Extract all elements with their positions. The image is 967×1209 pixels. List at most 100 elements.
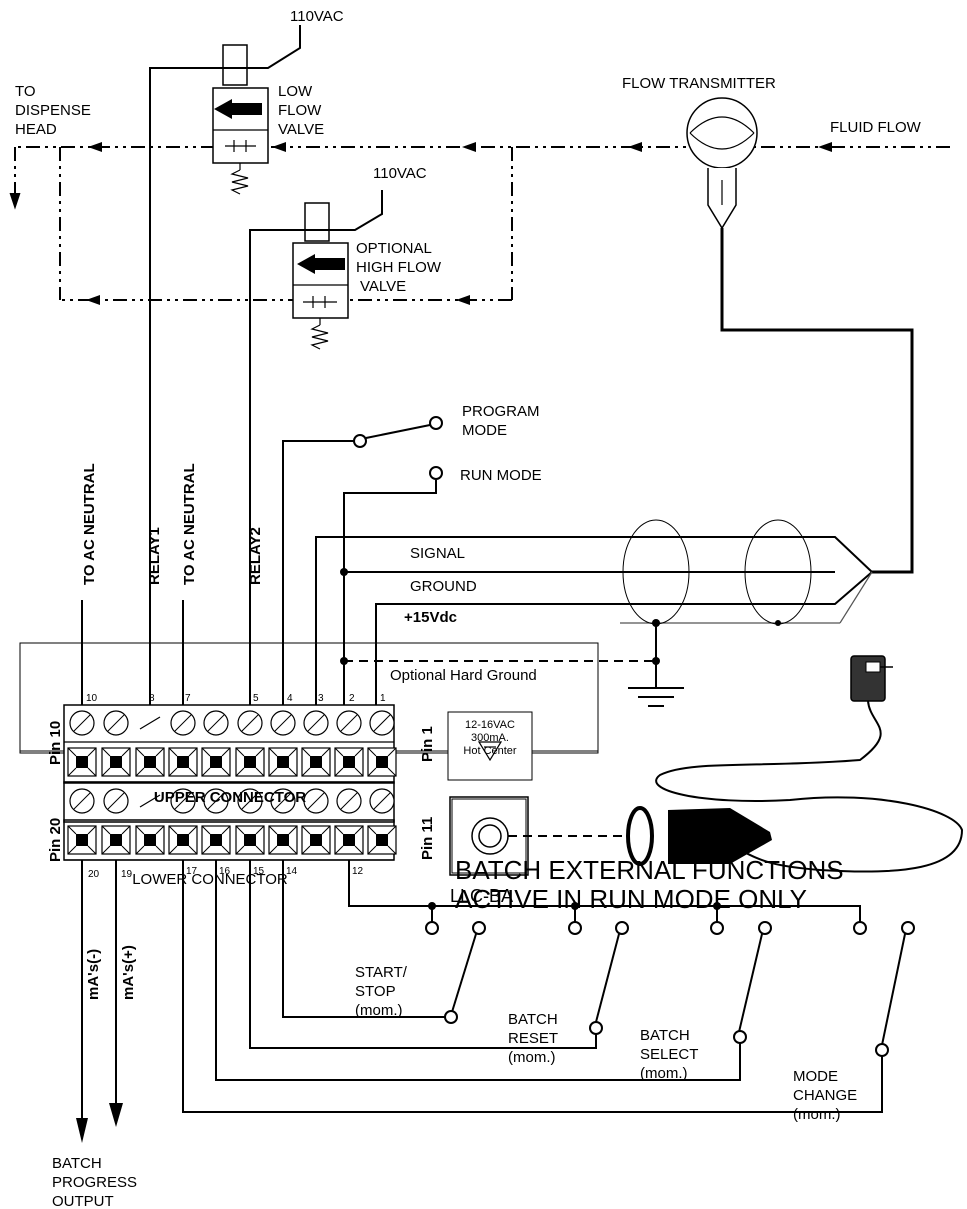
- terminal-screw-slot: [307, 714, 325, 732]
- program-mode-label-1: PROGRAM: [462, 403, 540, 420]
- batch-wiring: [76, 860, 915, 1143]
- pin-15-number: 15: [253, 866, 265, 877]
- connector-block: [63, 704, 397, 861]
- terminal-wire-entry: [210, 834, 222, 846]
- terminal-screw-slot: [340, 792, 358, 810]
- supply-110vac-top: 110VAC: [290, 8, 344, 25]
- terminal-screw-slot: [373, 714, 391, 732]
- power-spec-1: 12-16VAC: [465, 719, 515, 731]
- low-valve-label-2: FLOW: [278, 102, 322, 119]
- terminal-screw-slot: [207, 792, 225, 810]
- terminal-blank: [139, 716, 161, 730]
- batch-select-label-1: BATCH: [640, 1027, 690, 1044]
- batch-reset-label-1: BATCH: [508, 1011, 558, 1028]
- high-valve-label-3: VALVE: [360, 278, 406, 295]
- pin-19-number: 19: [121, 869, 133, 880]
- start-stop-label-3: (mom.): [355, 1002, 403, 1019]
- supply-110vac-mid: 110VAC: [373, 165, 427, 182]
- high-valve-label-1: OPTIONAL: [356, 240, 432, 257]
- terminal-wire-entry: [144, 756, 156, 768]
- low-flow-valve: [212, 44, 269, 195]
- pin-2-number: 2: [349, 693, 355, 704]
- batch-reset-line-3: (mom.): [508, 1049, 556, 1066]
- flow-transmitter-label: FLOW TRANSMITTER: [622, 75, 776, 92]
- pin-14-number: 14: [286, 866, 298, 877]
- pin-10-label: Pin 10: [47, 721, 64, 765]
- batch-output-label-2: PROGRESS: [52, 1174, 137, 1191]
- dispense-label-3: HEAD: [15, 121, 57, 138]
- terminal-screw-slot: [73, 792, 91, 810]
- low-valve-label-1: LOW: [278, 83, 313, 100]
- pin-4-number: 4: [287, 693, 293, 704]
- start-stop-label-2: STOP: [355, 983, 396, 1000]
- flow-transmitter: [686, 97, 758, 230]
- terminal-screw-slot: [241, 714, 259, 732]
- terminal-wire-entry: [310, 756, 322, 768]
- mode-switches: [282, 416, 443, 705]
- relay-wires: [81, 25, 383, 705]
- upper-connector-label: UPPER CONNECTOR: [154, 789, 306, 806]
- power-spec-2: 300mA.: [471, 732, 509, 744]
- terminal-wire-entry: [110, 834, 122, 846]
- terminal-screw-slot: [274, 714, 292, 732]
- terminal-screw-slot: [307, 792, 325, 810]
- ac-adapter: [626, 655, 964, 873]
- terminal-blank: [139, 794, 161, 808]
- batch-reset-label-2: RESET: [508, 1030, 558, 1047]
- terminal-screw-slot: [340, 714, 358, 732]
- ac-neutral-label-b: TO AC NEUTRAL: [181, 463, 198, 585]
- signal-label: SIGNAL: [410, 545, 465, 562]
- pin-17-number: 17: [186, 866, 198, 877]
- pin-20-number: 20: [88, 869, 100, 880]
- terminal-wire-entry: [277, 756, 289, 768]
- batch-select-line-3: (mom.): [640, 1065, 688, 1082]
- start-stop-label-1: START/: [355, 964, 408, 981]
- labels: 110VAC 110VAC TO DISPENSE HEAD LOW FLOW …: [15, 8, 922, 1209]
- relay2-label: RELAY2: [247, 527, 264, 585]
- terminal-wire-entry: [76, 756, 88, 768]
- high-valve-label-2: HIGH FLOW: [356, 259, 442, 276]
- low-valve-label-3: VALVE: [278, 121, 324, 138]
- batch-heading-line-1: BATCH EXTERNAL FUNCTIONS: [455, 855, 844, 885]
- pin-10-number: 10: [86, 693, 98, 704]
- model-name: LLC-BA: [450, 886, 513, 906]
- terminal-wire-entry: [244, 834, 256, 846]
- terminal-wire-entry: [343, 834, 355, 846]
- terminal-wire-entry: [310, 834, 322, 846]
- pin-1-label: Pin 1: [419, 726, 436, 762]
- pin-16-number: 16: [219, 866, 231, 877]
- terminal-wire-entry: [210, 756, 222, 768]
- batch-select-line-2: SELECT: [640, 1046, 698, 1063]
- terminal-screw-slot: [174, 714, 192, 732]
- ma-plus-label: mA's(+): [120, 945, 137, 1000]
- pin-20-label: Pin 20: [47, 818, 64, 862]
- pin-1-number: 1: [380, 693, 386, 704]
- ground-label: GROUND: [410, 578, 477, 595]
- terminal-screw-slot: [174, 792, 192, 810]
- pin-5-number: 5: [253, 693, 259, 704]
- terminal-wire-entry: [376, 756, 388, 768]
- run-mode-label: RUN MODE: [460, 467, 542, 484]
- pin-8-number: 8: [149, 693, 155, 704]
- pin-11-label: Pin 11: [419, 817, 436, 860]
- ma-minus-label: mA's(-): [85, 949, 102, 1000]
- mode-change-line-1: MODE: [793, 1068, 838, 1085]
- terminal-screw-slot: [373, 792, 391, 810]
- batch-output-label-3: OUTPUT: [52, 1193, 114, 1209]
- terminal-wire-entry: [110, 756, 122, 768]
- power-label: +15Vdc: [404, 609, 457, 626]
- terminal-wire-entry: [277, 834, 289, 846]
- power-jack: [447, 711, 630, 876]
- pin-12-number: 12: [352, 866, 364, 877]
- terminal-screw-slot: [107, 792, 125, 810]
- mode-change-line-2: CHANGE: [793, 1087, 857, 1104]
- optional-ground-label: Optional Hard Ground: [390, 667, 537, 684]
- terminal-wire-entry: [177, 834, 189, 846]
- ac-neutral-label-a: TO AC NEUTRAL: [81, 463, 98, 585]
- terminal-screw-slot: [274, 792, 292, 810]
- batch-output-label-1: BATCH: [52, 1155, 102, 1172]
- terminal-screw-slot: [73, 714, 91, 732]
- terminal-wire-entry: [76, 834, 88, 846]
- pin-3-number: 3: [318, 693, 324, 704]
